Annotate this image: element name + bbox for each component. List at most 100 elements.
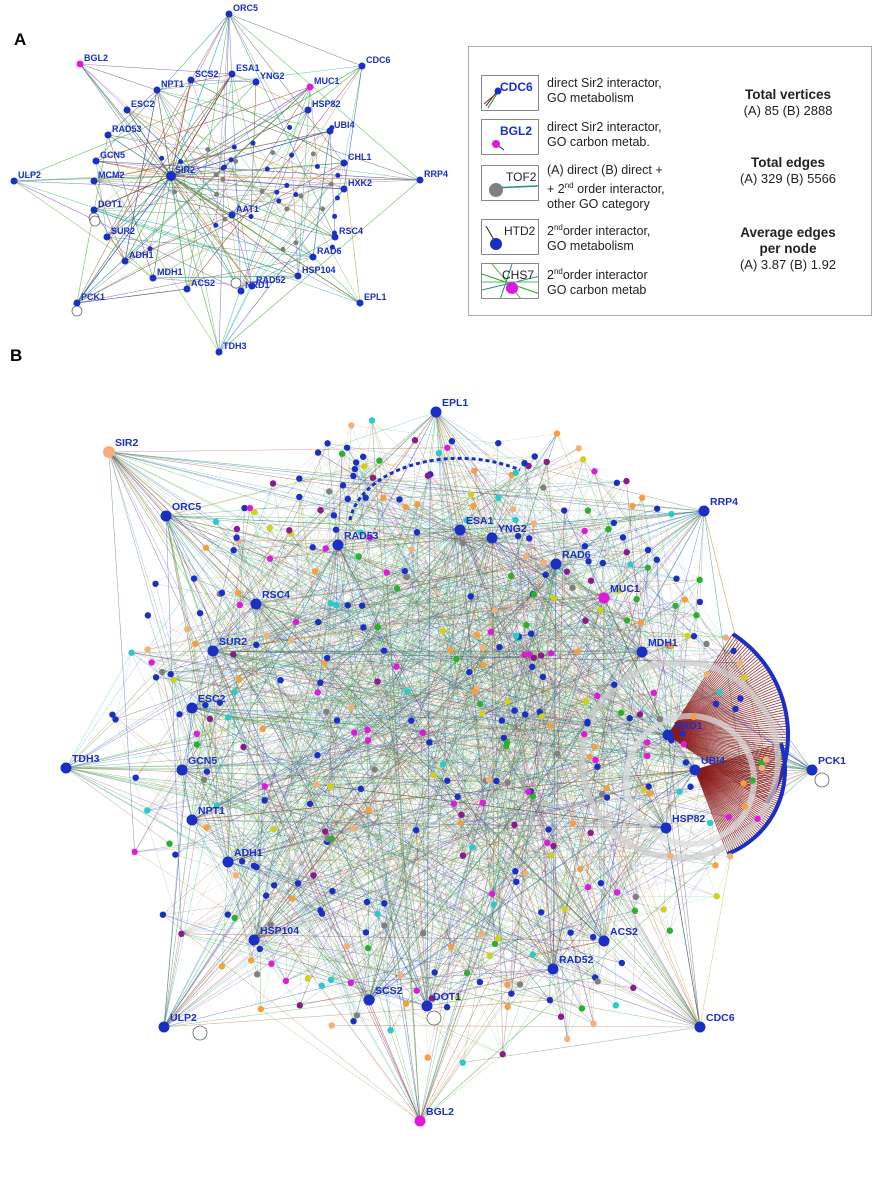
minor-node [362,494,369,501]
edge [191,819,261,950]
edge [326,711,463,1063]
edge [155,677,322,986]
edge [65,767,375,770]
edge [351,425,499,444]
node-label: GCN5 [100,150,125,160]
minor-node [537,652,545,659]
edge [667,734,788,744]
minor-node [266,524,274,532]
minor-node [522,553,530,560]
edge [254,512,544,678]
edge [431,721,588,999]
edge [255,549,649,605]
edge [498,756,590,939]
edge [191,597,554,821]
edge [333,515,433,999]
edge [656,559,661,720]
edge [106,175,172,238]
minor-node [172,851,179,858]
node-label: MCM2 [98,170,125,180]
edge [519,827,667,985]
edge [327,677,745,843]
hub-node-ubi4 [689,764,701,776]
minor-node [684,632,691,640]
edge [93,180,345,190]
edge [191,707,412,721]
minor-node [644,546,652,554]
edge [540,655,605,942]
minor-node [257,1005,265,1013]
minor-node [381,922,388,929]
edge [295,456,364,622]
edge [264,779,489,787]
edge [235,562,544,876]
edge [147,755,648,811]
edge [266,461,547,636]
minor-node [284,183,290,189]
edge [327,810,370,840]
edge [218,86,311,353]
edge [257,635,267,975]
edge [363,627,731,857]
minor-node [323,708,330,715]
edge [530,633,596,978]
edge [346,546,586,947]
edge [163,766,598,1028]
minor-node [469,502,477,510]
legend-row-1: CDC6 direct Sir2 interactor, GO metaboli… [481,75,711,115]
edge [76,86,311,304]
edge [163,433,558,1028]
edge [384,903,421,1122]
edge [461,814,636,911]
edge [195,621,319,645]
edge [427,982,481,1058]
edge [181,682,321,934]
edge [256,725,550,868]
edge [156,677,648,743]
edge [106,236,154,279]
edge [212,650,696,771]
edge [181,680,281,771]
minor-node [218,963,226,970]
edge [368,564,631,1001]
edge [470,596,651,794]
minor-node [317,679,324,686]
edge [517,535,628,621]
edge [667,734,788,738]
edge [524,654,637,897]
edge [237,592,636,898]
edge [347,605,649,787]
edge [329,491,598,697]
edge [126,109,345,190]
edge [329,480,627,492]
edge [377,636,519,915]
edge [476,634,695,637]
edge [543,562,573,588]
edge [156,677,502,721]
edge [384,703,717,904]
edge [259,716,543,950]
edge [656,508,716,866]
edge [351,707,508,985]
edge [367,740,591,834]
edge [368,676,544,1001]
minor-node [495,439,502,447]
edge [147,810,407,1004]
edge [489,955,550,1001]
edge [205,572,387,706]
edge [546,461,552,654]
edge [318,621,741,699]
edge [317,452,401,976]
edge [162,720,338,915]
edge [170,86,311,177]
edge [165,515,627,553]
minor-node [653,556,661,563]
edge [253,497,384,941]
edge [667,693,781,736]
minor-node [629,502,636,510]
minor-node [233,158,239,164]
edge [93,161,181,182]
edge [227,743,684,915]
minor-node [306,800,314,807]
edge [453,666,533,804]
